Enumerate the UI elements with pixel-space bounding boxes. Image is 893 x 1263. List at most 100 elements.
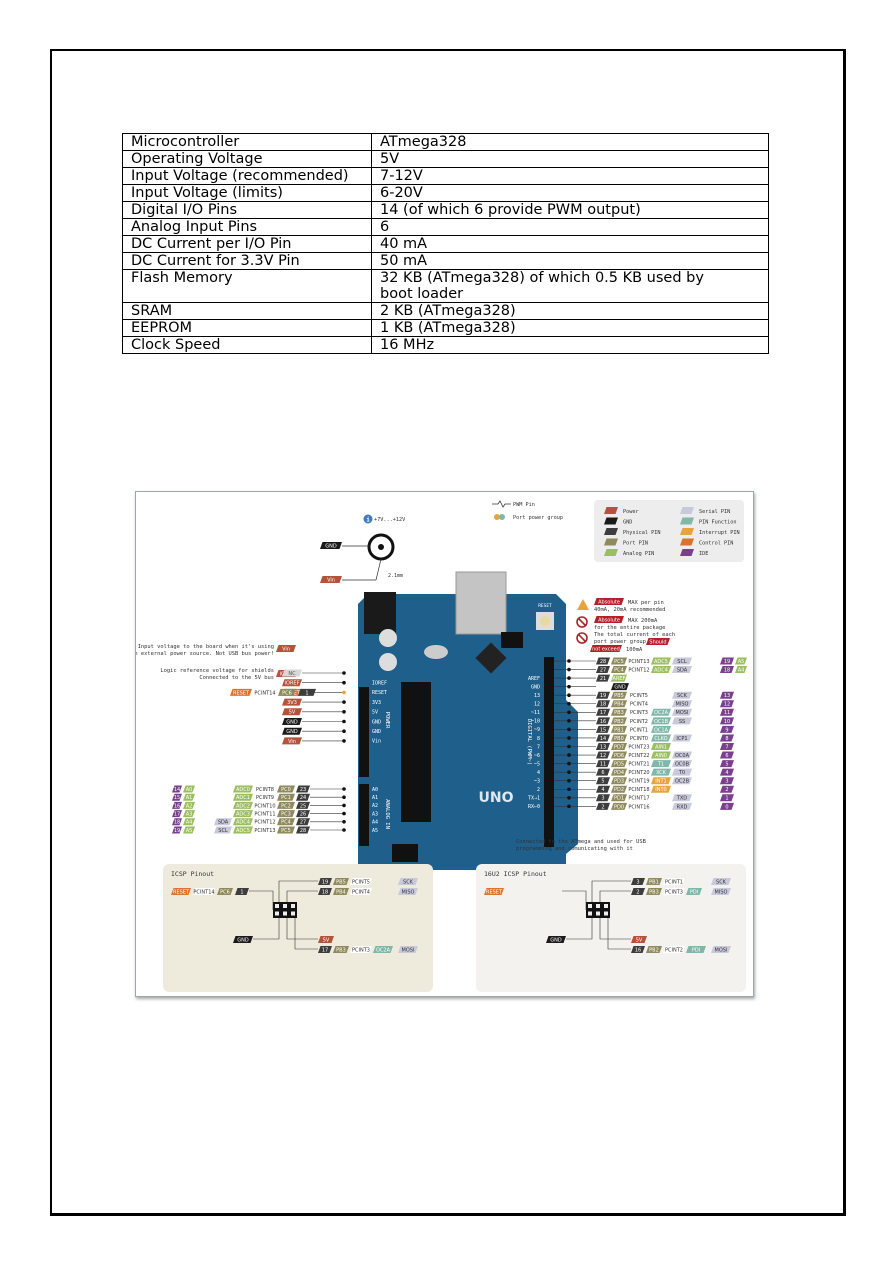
digital-dot — [567, 659, 571, 663]
digital-ide-text: 3 — [725, 779, 728, 785]
reset-chain-port-text: PC6 — [282, 690, 292, 696]
icsp16u2-r3-port-tag — [646, 946, 662, 953]
icsp-wire — [278, 880, 318, 902]
power-pin-5-tag — [282, 718, 302, 725]
analog-pcint-tag — [254, 801, 276, 809]
power-pin-4-tag — [282, 708, 302, 716]
digital-fn1-tag — [651, 657, 671, 665]
icsp16u2-r2-fn-tag — [711, 888, 731, 895]
legend-swatch-tag — [680, 549, 694, 556]
digital-pcint-text: PCINT5 — [630, 693, 648, 699]
icsp-r3-fn1-tag — [373, 946, 393, 953]
digital-pcint-tag — [628, 708, 650, 716]
digital-ide-tag — [720, 768, 734, 776]
spec-value: 5V — [371, 150, 769, 168]
analog-a-tag — [183, 826, 195, 834]
vin-description-b: an external power source. Not USB bus po… — [136, 651, 274, 657]
spec-value: 14 (of which 6 provide PWM output) — [371, 201, 769, 219]
icsp16u2-r3-fn2-text: MOSI — [715, 947, 728, 953]
digital-fn1-tag — [651, 768, 671, 776]
digital-port-text: PD4 — [614, 770, 624, 776]
analog-ide-text: 19 — [174, 828, 180, 834]
digital-pcint-tag — [628, 760, 650, 768]
digital-port-tag — [611, 725, 627, 733]
digital-port-text: PD5 — [614, 762, 624, 768]
analog-serial-text: SDA — [218, 820, 229, 826]
icsp-pin — [275, 904, 279, 908]
digital-fn1-text: OC1B — [654, 719, 669, 725]
legend-swatch-tag — [680, 538, 694, 546]
digital-port-text: PB5 — [614, 693, 624, 699]
analog-pin-tag — [296, 801, 310, 809]
digital-ide-text: 2 — [725, 787, 728, 793]
digital-port-tag — [611, 785, 627, 793]
icsp16u2-r2-port-tag — [646, 888, 662, 895]
pwm-pin-label: PWM Pin — [513, 502, 535, 508]
digital-fn1-tag — [651, 743, 671, 750]
legend-swatch-tag — [604, 549, 618, 556]
digital-fn1-text: OC1A — [654, 727, 669, 733]
digital-pcint-tag — [628, 794, 650, 802]
icsp16u2-pin — [588, 911, 592, 916]
icsp16u2-r1-pin-text: 3 — [636, 879, 639, 885]
digital-pin-tag — [596, 657, 610, 665]
digital-fn2-text: MISO — [676, 702, 689, 708]
power-pin-dot — [342, 710, 346, 714]
page-border — [50, 49, 846, 1216]
digital-pcint-tag — [628, 768, 650, 776]
reset-chain-pcint-text: PCINT14 — [254, 690, 275, 696]
spec-label: SRAM — [122, 302, 372, 320]
digital-dot — [567, 701, 571, 706]
digital-port-text: PD3 — [614, 779, 624, 785]
board-analog-pin-label: A2 — [372, 803, 378, 809]
digital-ide-text: 5 — [725, 762, 728, 768]
board-digital-pin-label: AREF — [528, 676, 540, 682]
should-text: Should — [649, 639, 666, 645]
warning-icon — [577, 599, 589, 610]
analog-a-text: A5 — [186, 828, 193, 834]
digital-port-text: PD7 — [614, 744, 624, 750]
digital-pcint-tag — [628, 751, 650, 759]
absolute1-tag — [594, 598, 624, 605]
spec-value: 6 — [371, 218, 769, 236]
analog-dot — [342, 811, 346, 816]
digital-pin-text: 16 — [600, 719, 606, 725]
digital-pcint-tag — [628, 743, 650, 750]
icsp-reset-tag — [171, 888, 191, 895]
board-digital-pin-label: ~6 — [534, 753, 540, 759]
icsp-r1-port-text: PB5 — [336, 879, 346, 885]
analog-port-tag — [277, 801, 295, 809]
digital-pin-text: 21 — [600, 676, 606, 682]
analog-pin-text: 25 — [300, 803, 306, 809]
analog-a-text: A4 — [186, 820, 193, 826]
digital-dot — [567, 753, 571, 757]
desc-vin-tag — [276, 645, 296, 652]
analog-pcint-tag — [254, 826, 276, 834]
board-digital-pin-label: ~10 — [531, 719, 540, 725]
digital-pcint-tag — [628, 777, 650, 785]
icsp-pin1-tag — [235, 888, 249, 895]
icsp-port-text: PC6 — [220, 889, 230, 895]
digital-fn1-text: ADC4 — [654, 667, 668, 673]
digital-fn2-text: T0 — [678, 770, 685, 776]
icsp-r3-fn2-text: MOSI — [402, 947, 415, 953]
digital-fn1-text: INT0 — [655, 787, 666, 793]
reset-chain-reset-tag — [230, 688, 252, 696]
icsp16u2-r1-pcint-text: PCINT1 — [665, 879, 683, 885]
icsp16u2-pin — [604, 904, 608, 908]
power-pin-5-text: GND — [286, 719, 298, 725]
spec-label: Input Voltage (limits) — [122, 184, 372, 202]
info-icon — [363, 514, 373, 524]
board-power-pin-label: 5V — [372, 710, 378, 716]
digital-fn1-tag — [651, 785, 671, 793]
analog-pin-tag — [296, 826, 310, 834]
vin-description-a: Input voltage to the board when it's usi… — [138, 644, 274, 650]
spec-label: Digital I/O Pins — [122, 201, 372, 219]
board-power-pin-label: 3V3 — [372, 700, 381, 706]
analog-pin-tag — [296, 793, 310, 801]
digital-fn1-text: ADC5 — [654, 659, 668, 665]
analog-adc-tag — [233, 793, 253, 801]
spec-label: Input Voltage (recommended) — [122, 167, 372, 185]
legend-swatch-tag — [604, 507, 618, 514]
